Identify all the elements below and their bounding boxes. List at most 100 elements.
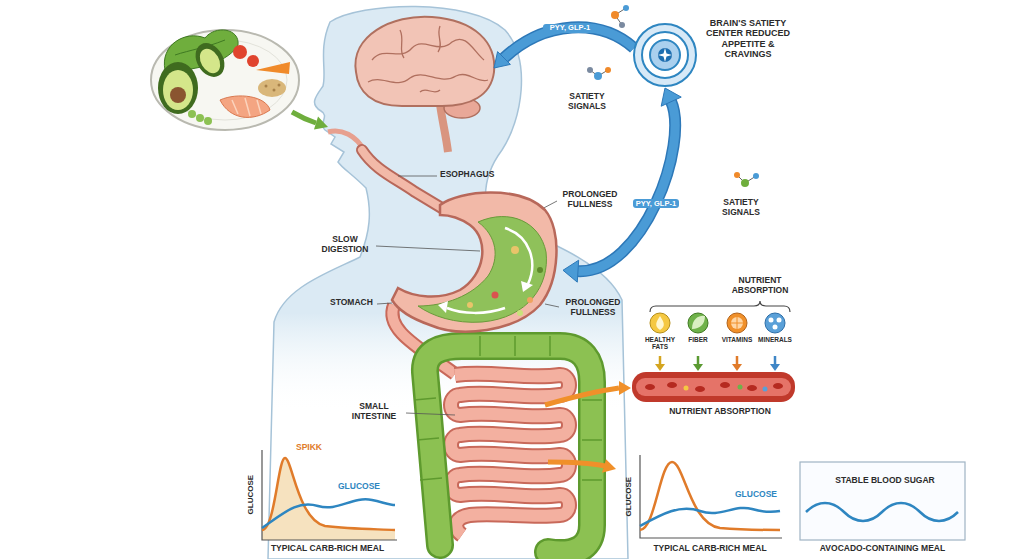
leader-line — [545, 304, 559, 307]
stomach-organ-shape — [517, 310, 523, 316]
satiety-center-target-shape — [634, 24, 696, 86]
molecule-icon — [623, 5, 629, 11]
target-caption: BRAIN'S SATIETY CENTER REDUCED APPETITE … — [702, 18, 794, 59]
hormone-signal-arrow-outline — [577, 101, 675, 271]
axis-label: GLUCOSE — [246, 465, 255, 525]
molecule-icon — [753, 173, 759, 179]
nutrient-bracket — [650, 301, 790, 312]
molecule-icon — [605, 67, 611, 73]
glucose-chart-avocado — [800, 462, 965, 540]
hormone-label: PYY, GLP-1 — [543, 24, 597, 33]
esophagus-tube — [362, 150, 445, 210]
food-plate — [258, 79, 286, 97]
molecule-icon — [611, 11, 619, 19]
glucose-chart-typical — [262, 450, 397, 540]
blood-vessel — [632, 372, 795, 402]
blood-vessel — [747, 385, 757, 391]
organ-label: STOMACH — [330, 298, 384, 308]
nutrient-arrows — [697, 356, 700, 365]
leader-line — [376, 176, 559, 415]
food-plate — [278, 84, 281, 87]
absorption-arrow — [548, 462, 605, 466]
blood-vessel — [695, 386, 705, 392]
absorption-arrow — [545, 381, 631, 473]
stomach-organ-shape — [527, 297, 533, 303]
series-label: GLUCOSE — [735, 490, 785, 500]
nutrient-icons — [688, 313, 708, 333]
glucose-chart-typical — [262, 458, 395, 540]
nutrient-label: VITAMINS — [712, 336, 762, 343]
nutrient-arrows — [774, 356, 777, 365]
brain-illustration — [355, 17, 494, 152]
molecule-icon — [741, 179, 749, 187]
stomach-organ-shape — [418, 217, 546, 323]
food-plate — [170, 87, 186, 103]
brain-illustration — [368, 26, 488, 92]
nutrient-icons — [769, 318, 774, 323]
section-heading: NUTRIENT ABSORPTION — [655, 407, 785, 417]
stomach-organ-shape — [388, 185, 563, 340]
hormone-signal-arrow — [563, 88, 681, 282]
nutrient-arrows — [659, 356, 662, 365]
hormone-arrow — [494, 52, 510, 68]
absorption-arrow — [545, 388, 619, 405]
food-plate — [265, 85, 268, 88]
food-arrow — [292, 112, 328, 130]
small-intestine-coils — [451, 374, 569, 535]
stomach-organ-shape — [521, 281, 533, 292]
effect-label: SLOW DIGESTION — [316, 235, 374, 255]
food-plate — [204, 117, 212, 125]
nutrient-bracket — [650, 301, 790, 312]
food-arrow — [314, 117, 328, 130]
hormone-arrow — [494, 27, 634, 68]
arrow-head — [661, 88, 681, 106]
effect-label: PROLONGED FULLNESS — [562, 298, 624, 318]
large-intestine — [414, 336, 602, 553]
nutrient-label: MINERALS — [750, 336, 800, 343]
nutrient-label: FIBER — [678, 336, 718, 343]
nutrient-arrows — [655, 356, 780, 371]
chart-caption: TYPICAL CARB-RICH MEAL — [250, 544, 405, 554]
stomach-organ-shape — [492, 292, 499, 299]
satiety-center-target-shape — [632, 22, 698, 88]
blood-vessel — [720, 382, 730, 388]
stomach-organ-shape — [537, 267, 543, 273]
food-plate — [151, 30, 299, 130]
molecule-icon — [594, 72, 602, 80]
signal-label: SATIETY SIGNALS — [558, 92, 616, 112]
stomach-organ-shape — [392, 193, 556, 332]
food-plate — [196, 114, 204, 122]
organ-label: SMALL INTESTINE — [345, 402, 403, 422]
glucose-chart-avocado — [800, 462, 965, 540]
effect-label: PROLONGED FULLNESS — [560, 190, 620, 210]
arrow-head — [563, 260, 579, 282]
nutrient-icons — [727, 313, 747, 333]
signal-label: SATIETY SIGNALS — [712, 198, 770, 218]
glucose-chart-typical — [262, 458, 395, 530]
glucose-chart-typical — [640, 508, 780, 526]
satiety-center-target-shape — [642, 32, 688, 78]
section-heading: NUTRIENT ABSORPTION — [715, 276, 805, 296]
molecule-icon — [734, 172, 740, 178]
leader-line — [377, 303, 392, 304]
food-plate — [196, 45, 225, 77]
nutrient-icons — [650, 313, 670, 333]
satiety-center-target-shape — [658, 48, 672, 62]
food-plate — [151, 30, 299, 130]
nutrient-icons — [765, 313, 785, 333]
small-intestine-coils — [451, 374, 569, 535]
stomach-organ-shape — [505, 228, 532, 284]
satiety-center-target-shape — [658, 48, 672, 62]
leader-line — [376, 246, 480, 251]
molecule-icon — [587, 67, 593, 73]
blood-vessel — [632, 372, 795, 402]
chart-caption: TYPICAL CARB-RICH MEAL — [630, 544, 790, 554]
food-plate — [163, 70, 193, 110]
series-label: GLUCOSE — [338, 482, 388, 492]
blood-vessel — [684, 386, 689, 391]
molecule-icon — [619, 22, 625, 28]
glucose-chart-typical — [262, 499, 395, 528]
nutrient-arrows — [732, 364, 742, 371]
blood-vessel — [645, 384, 655, 390]
blood-vessel — [773, 383, 783, 389]
